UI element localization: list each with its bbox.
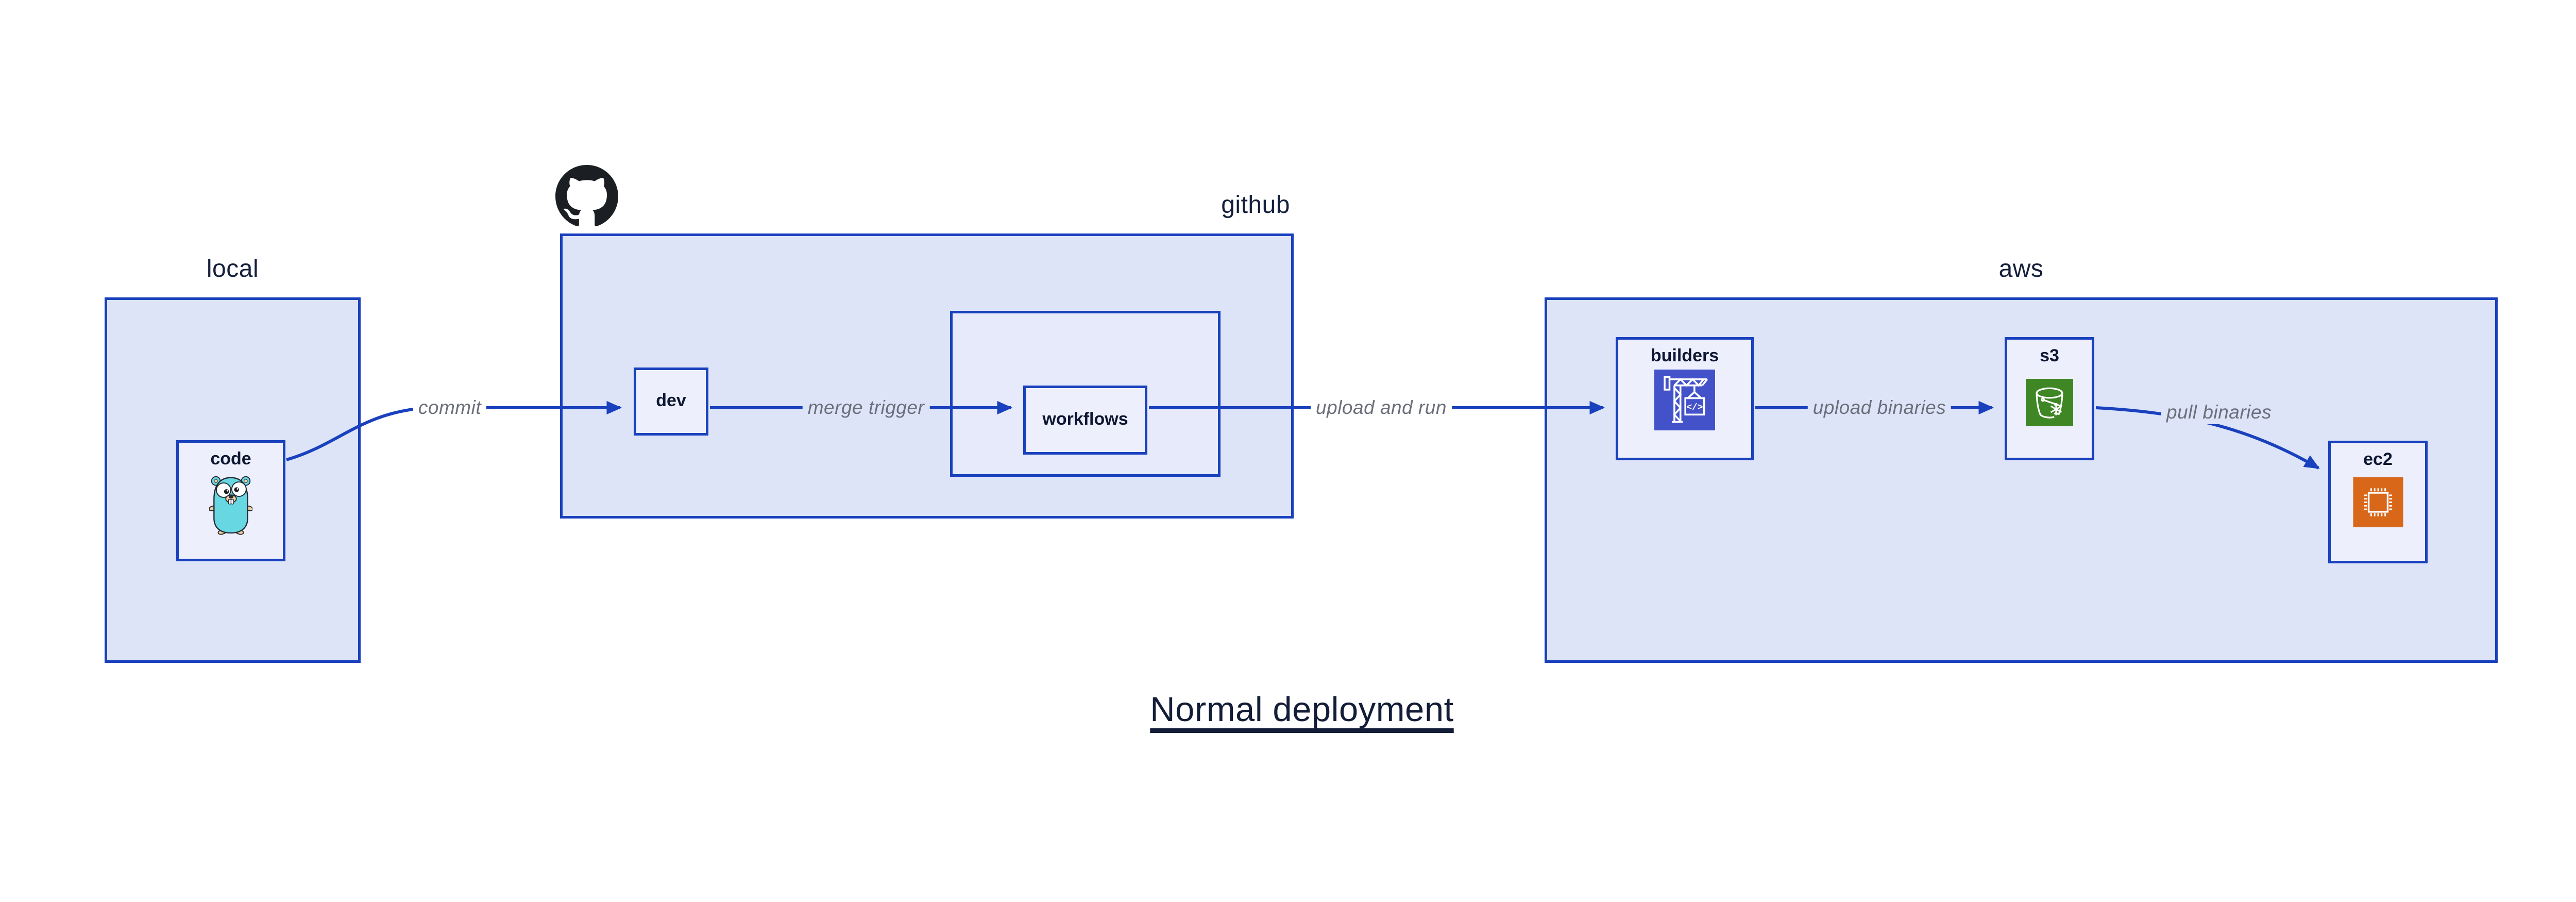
node-dev: dev: [634, 368, 708, 436]
node-dev-label: dev: [656, 390, 686, 410]
group-label-local: local: [206, 255, 259, 282]
node-s3-label: s3: [2040, 346, 2059, 365]
go-gopher-icon: [209, 476, 252, 535]
builders-icon-code-glyph: </>: [1687, 403, 1703, 413]
edge-label-upload-and-run: upload and run: [1311, 396, 1452, 420]
s3-bucket-snowflake-icon: [2026, 379, 2073, 426]
node-ec2: ec2: [2328, 441, 2428, 563]
diagram-title-text: Normal deployment: [1150, 690, 1454, 729]
node-code: code: [176, 440, 285, 561]
github-octocat-icon: [555, 165, 618, 226]
node-workflows: workflows: [1023, 386, 1147, 455]
node-workflows-label: workflows: [1042, 409, 1128, 429]
ec2-chip-icon: [2353, 477, 2403, 527]
node-builders: builders </>: [1616, 337, 1754, 460]
group-label-aws: aws: [1998, 255, 2044, 282]
edge-label-pull-binaries: pull binaries: [2161, 400, 2277, 424]
node-code-label: code: [210, 449, 251, 469]
group-label-github: github: [1221, 191, 1290, 219]
edge-label-upload-binaries: upload binaries: [1807, 396, 1952, 420]
node-ec2-label: ec2: [2363, 449, 2393, 469]
edge-label-commit: commit: [413, 396, 487, 420]
diagram-title: Normal deployment: [0, 690, 2576, 729]
codebuild-crane-icon: </>: [1654, 370, 1715, 430]
node-s3: s3: [2005, 337, 2094, 460]
node-builders-label: builders: [1650, 346, 1719, 365]
edge-label-merge-trigger: merge trigger: [802, 396, 930, 420]
